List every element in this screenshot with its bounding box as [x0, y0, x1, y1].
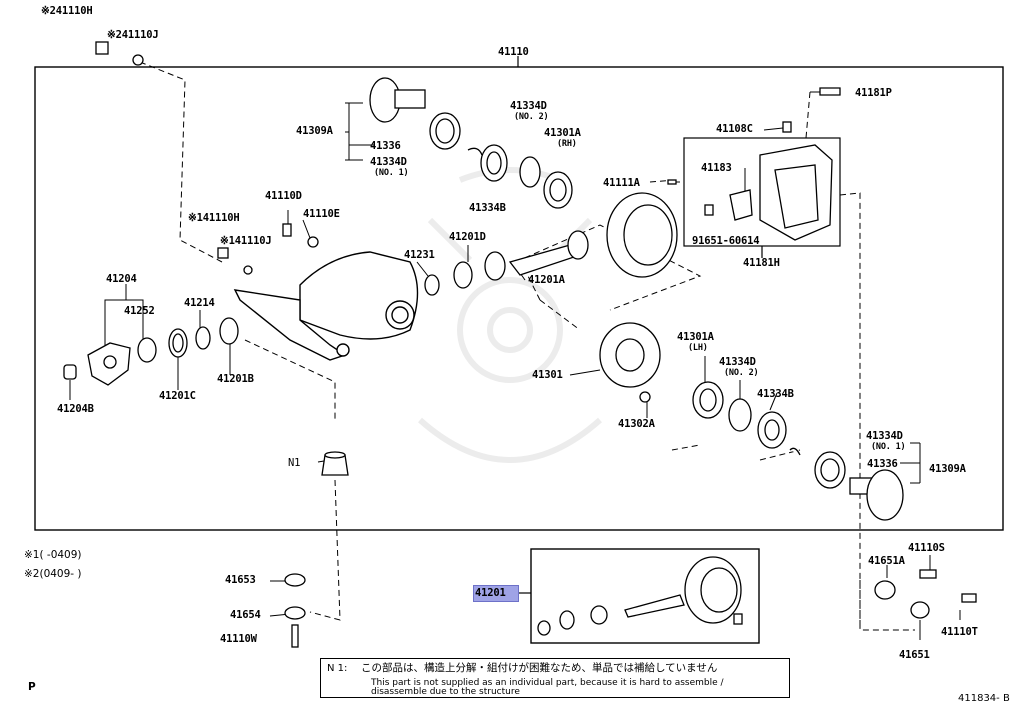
note-japanese: この部品は、構造上分解・組付けが困難なため、単品では補給していません — [361, 662, 718, 674]
callout-41334d-no1-bottom: 41334D — [866, 430, 903, 442]
callout-41301: 41301 — [532, 369, 563, 381]
watermark-logo — [418, 167, 602, 463]
highlighted-part-41201[interactable] — [473, 585, 519, 602]
callout-41110d: 41110D — [265, 190, 302, 202]
callout-41301a-lh-sub: (LH) — [688, 343, 708, 353]
differential-carrier-housing — [233, 251, 419, 361]
callout-41201c: 41201C — [159, 390, 196, 402]
callout-41301a-rh: 41301A — [544, 127, 581, 139]
callout-41181p: 41181P — [855, 87, 892, 99]
callout-41252: 41252 — [124, 305, 155, 317]
kit-contents — [537, 556, 743, 636]
callout-41111a: 41111A — [603, 177, 640, 189]
callout-41110s: 41110S — [908, 542, 945, 554]
differential-case — [599, 322, 904, 521]
companion-flange — [63, 317, 239, 386]
callout-41334b-bottom: 41334B — [757, 388, 794, 400]
callout-41201d: 41201D — [449, 231, 486, 243]
note-english-1: This part is not supplied as an individu… — [371, 678, 724, 688]
mount-parts — [284, 569, 977, 648]
callout-41334d-no2-top-sub: (NO. 2) — [514, 112, 549, 122]
kit-frame — [530, 548, 760, 644]
n1-part — [321, 451, 349, 476]
callout-41181h: 41181H — [743, 257, 780, 269]
callout-41334d-no1-bottom-sub: (NO. 1) — [871, 442, 906, 452]
callout-41201a: 41201A — [528, 274, 565, 286]
footnote-1: ※1( -0409) — [24, 549, 82, 561]
callout-41654: 41654 — [230, 609, 261, 621]
mount-bolts — [95, 41, 319, 275]
callout-41301a-rh-sub: (RH) — [557, 139, 577, 149]
callout-41336-top: 41336 — [370, 140, 401, 152]
corner-mark: P — [28, 681, 36, 693]
callout-41334b-top: 41334B — [469, 202, 506, 214]
ring-gear — [606, 179, 678, 278]
callout-41201-highlight[interactable]: 41201 — [475, 587, 506, 599]
diagram-id: 411834- B — [958, 693, 1010, 704]
callout-41201b: 41201B — [217, 373, 254, 385]
callout-41334d-no2-top: 41334D — [510, 100, 547, 112]
note-english-2: disassemble due to the structure — [371, 687, 520, 697]
callout-41110h-2: ※241110H — [41, 5, 93, 17]
callout-41110t: 41110T — [941, 626, 978, 638]
callout-41231: 41231 — [404, 249, 435, 261]
callout-41110j-1: ※141110J — [220, 235, 272, 247]
rear-cover — [704, 87, 841, 241]
note-marker: N 1: — [327, 663, 348, 674]
callout-41108c: 41108C — [716, 123, 753, 135]
callout-41110h-1: ※141110H — [188, 212, 240, 224]
callout-91651-60614: 91651-60614 — [692, 235, 760, 247]
callout-n1: N1 — [288, 457, 301, 469]
side-gear-shaft-rh — [369, 77, 573, 209]
callout-41334d-no2-bottom-sub: (NO. 2) — [724, 368, 759, 378]
callout-41302a: 41302A — [618, 418, 655, 430]
drive-pinion — [424, 230, 589, 296]
callout-41110j-2: ※241110J — [107, 29, 159, 41]
callout-41334d-no2-bottom: 41334D — [719, 356, 756, 368]
callout-41204b: 41204B — [57, 403, 94, 415]
assembly-frame — [34, 66, 1004, 531]
callout-41653: 41653 — [225, 574, 256, 586]
callout-41110e: 41110E — [303, 208, 340, 220]
footnote-2: ※2(0409- ) — [24, 568, 82, 580]
callout-41183: 41183 — [701, 162, 732, 174]
callout-41334d-no1-top-sub: (NO. 1) — [374, 168, 409, 178]
callout-41301a-lh: 41301A — [677, 331, 714, 343]
callout-41204: 41204 — [106, 273, 137, 285]
callout-41651: 41651 — [899, 649, 930, 661]
callout-41110: 41110 — [498, 46, 529, 58]
n1-note-box: N 1: この部品は、構造上分解・組付けが困難なため、単品では補給していません … — [320, 658, 790, 698]
callout-41214: 41214 — [184, 297, 215, 309]
callout-41309a-top: 41309A — [296, 125, 333, 137]
callout-41651a: 41651A — [868, 555, 905, 567]
callout-41309a-bottom: 41309A — [929, 463, 966, 475]
callout-41334d-no1-top: 41334D — [370, 156, 407, 168]
callout-41336-bottom: 41336 — [867, 458, 898, 470]
callout-41110w: 41110W — [220, 633, 257, 645]
